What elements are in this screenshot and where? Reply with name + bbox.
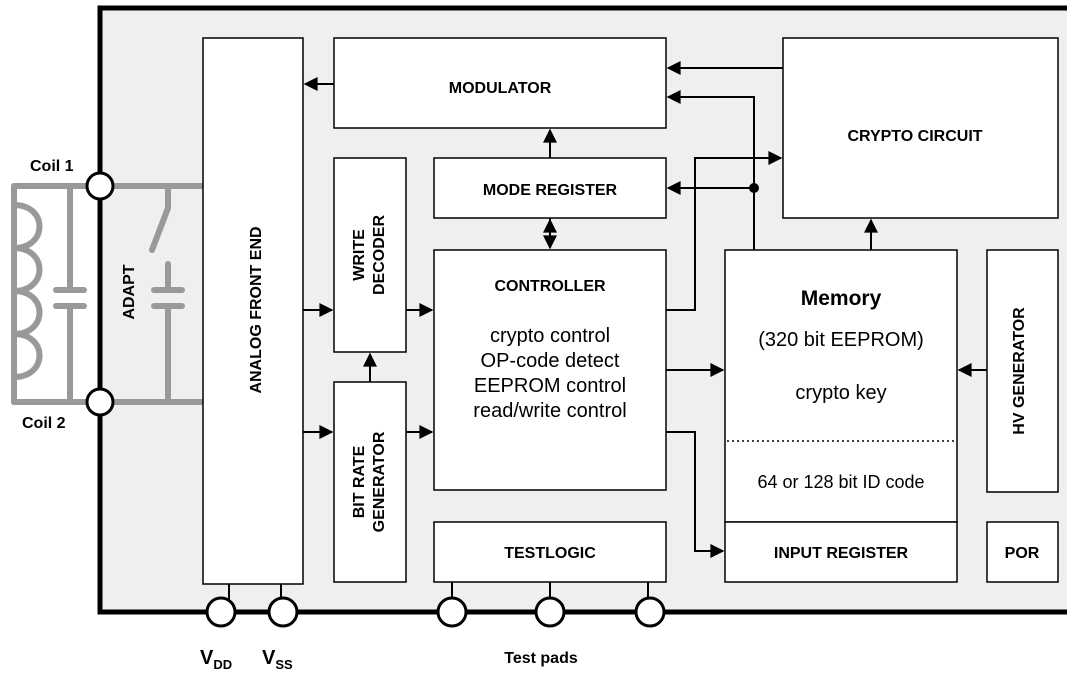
controller-title: CONTROLLER [494,278,606,295]
controller-to-crypto-arrow [666,151,783,311]
controller-block [433,249,667,491]
por-block [986,521,1059,583]
testlogic-block [433,521,667,583]
crypto-circuit-block [782,37,1059,219]
coil1-label: Coil 1 [30,158,74,175]
controller-line-1: crypto control [490,325,610,347]
memory-title: Memory [801,287,882,310]
test-pad-2 [534,596,566,628]
memory-block [724,249,958,523]
test-pads-label: Test pads [504,650,578,667]
bit-rate-generator-block [333,381,407,583]
memory-to-modulator-arrow [666,90,755,250]
test-pad-3 [634,596,666,628]
modulator-label: MODULATOR [449,80,552,97]
memory-subtitle: (320 bit EEPROM) [758,329,924,351]
controller-line-2: OP-code detect [481,350,620,372]
vss-label: VSS [262,647,293,672]
hv-generator-label: HV GENERATOR [1011,307,1028,435]
coil-circuit [11,183,206,405]
mode-register-label: MODE REGISTER [483,182,618,199]
memory-id-code-label: 64 or 128 bit ID code [757,472,924,492]
modulator-block [333,37,667,129]
input-register-label: INPUT REGISTER [774,545,909,562]
input-register-block [724,521,958,583]
write-decoder-label-1: WRITE [351,229,368,281]
analog-front-end-block [202,37,304,585]
memory-key-label: crypto key [795,382,886,404]
write-decoder-block [333,157,407,353]
controller-line-4: read/write control [473,400,626,422]
por-label: POR [1005,545,1040,562]
vdd-label: VDD [200,647,232,672]
testlogic-label: TESTLOGIC [504,545,596,562]
coil2-pad [85,387,115,417]
test-pad-1 [436,596,468,628]
controller-line-3: EEPROM control [474,375,626,397]
mode-register-block [433,157,667,219]
coil1-pad [85,171,115,201]
bit-rate-generator-label-1: BIT RATE [351,445,368,518]
vdd-pad [205,596,237,628]
adapt-label: ADAPT [121,264,138,319]
controller-to-input-register-arrow [666,431,725,558]
bit-rate-generator-label-2: GENERATOR [371,431,388,532]
analog-front-end-label: ANALOG FRONT END [248,226,265,393]
hv-generator-block [986,249,1059,493]
junction-dot [749,183,759,193]
vss-pad [267,596,299,628]
inductor-icon [11,202,43,380]
write-decoder-label-2: DECODER [371,215,388,295]
crypto-circuit-label: CRYPTO CIRCUIT [847,128,982,145]
coil2-label: Coil 2 [22,415,66,432]
